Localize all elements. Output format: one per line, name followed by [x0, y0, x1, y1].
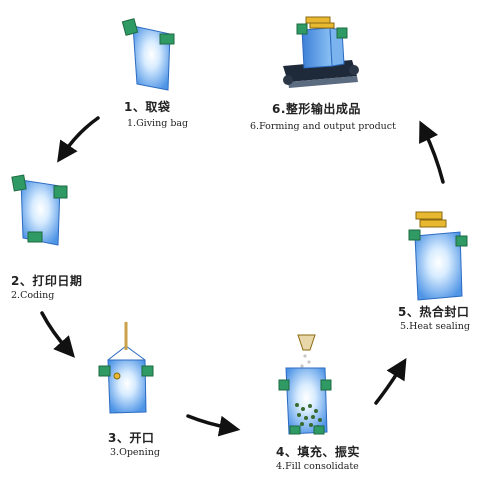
step-1-title: 1、取袋	[124, 100, 171, 114]
step-1-subtitle: 1.Giving bag	[127, 118, 189, 129]
step-4-subtitle: 4.Fill consolidate	[276, 461, 359, 472]
arrow-1-to-2	[57, 116, 100, 163]
filling-bag-icon	[278, 334, 332, 435]
heat-seal-bag-icon	[408, 211, 468, 301]
step-5-subtitle: 5.Heat sealing	[400, 321, 470, 332]
open-bag-icon	[98, 322, 154, 414]
step-3-title: 3、开口	[108, 431, 155, 445]
arrow-4-to-5	[374, 358, 407, 405]
arrow-3-to-4	[186, 414, 241, 437]
step-4-title: 4、填充、振实	[276, 445, 360, 459]
step-6-title: 6.整形输出成品	[272, 102, 361, 116]
arrow-5-to-6	[419, 120, 445, 184]
step-2-subtitle: 2.Coding	[11, 290, 55, 301]
step-3-subtitle: 3.Opening	[110, 447, 160, 458]
step-6-subtitle: 6.Forming and output product	[250, 121, 396, 132]
conveyor-output-icon	[283, 16, 359, 88]
bag-icon	[121, 18, 175, 91]
coded-bag-icon	[11, 174, 68, 246]
step-2-title: 2、打印日期	[11, 274, 83, 288]
arrow-2-to-3	[40, 311, 75, 358]
step-5-title: 5、热合封口	[398, 305, 470, 319]
